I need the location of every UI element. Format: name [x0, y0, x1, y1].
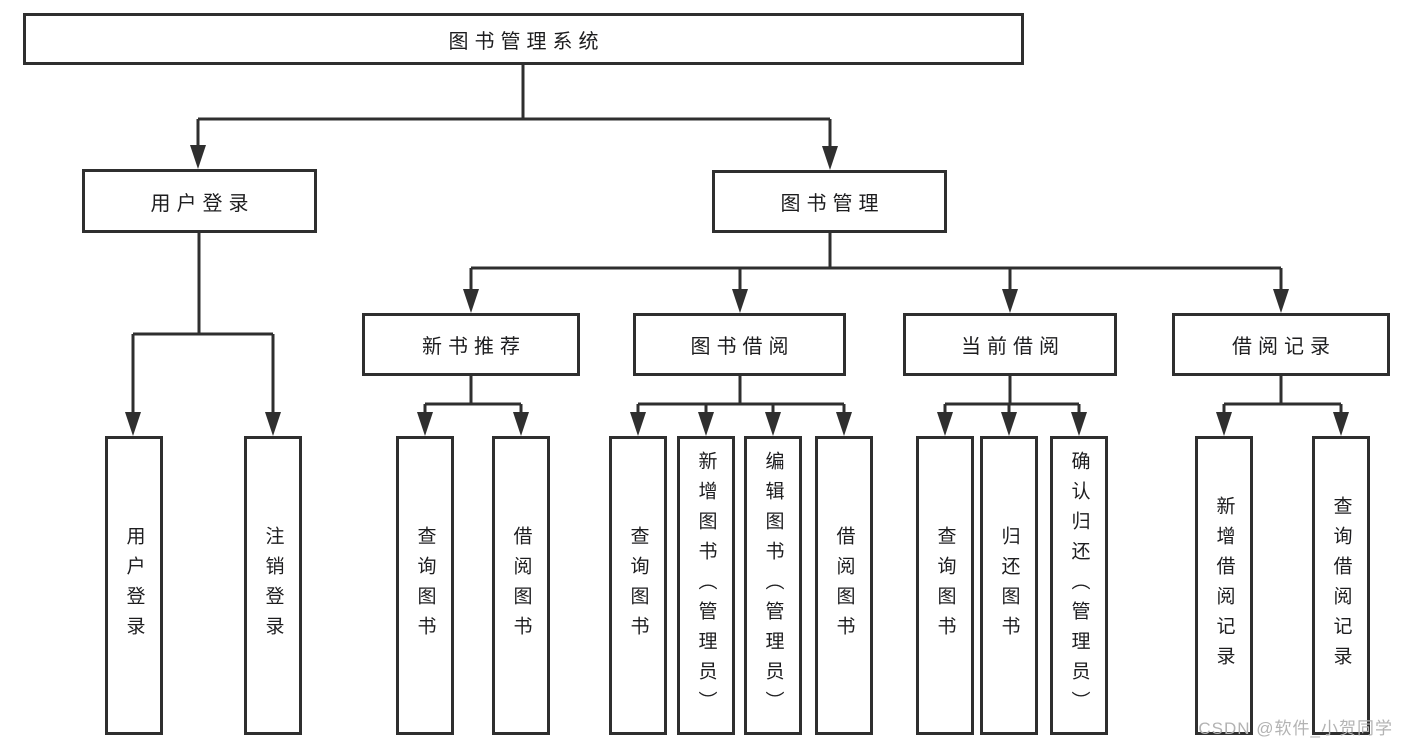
node-borrow-records: 借阅记录 [1172, 313, 1390, 376]
leaf-confirm-return-admin: 确认归还（管理员） [1050, 436, 1108, 735]
leaf-query-books-rec: 查询图书 [396, 436, 454, 735]
leaf-return-books: 归还图书 [980, 436, 1038, 735]
node-root: 图书管理系统 [23, 13, 1024, 65]
leaf-user-login: 用户登录 [105, 436, 163, 735]
node-book-mgmt: 图书管理 [712, 170, 947, 233]
leaf-query-books-current: 查询图书 [916, 436, 974, 735]
leaf-query-books-borrow: 查询图书 [609, 436, 667, 735]
node-new-book-rec: 新书推荐 [362, 313, 580, 376]
watermark: CSDN @软件_小贺同学 [1198, 719, 1393, 738]
leaf-add-books-admin: 新增图书（管理员） [677, 436, 735, 735]
leaf-logout: 注销登录 [244, 436, 302, 735]
node-user-login: 用户登录 [82, 169, 317, 233]
leaf-query-borrow-record: 查询借阅记录 [1312, 436, 1370, 735]
leaf-borrow-books: 借阅图书 [815, 436, 873, 735]
leaf-add-borrow-record: 新增借阅记录 [1195, 436, 1253, 735]
leaf-borrow-books-rec: 借阅图书 [492, 436, 550, 735]
tree-edges [131, 63, 1343, 418]
leaf-edit-books-admin: 编辑图书（管理员） [744, 436, 802, 735]
node-current-borrow: 当前借阅 [903, 313, 1117, 376]
node-book-borrow: 图书借阅 [633, 313, 846, 376]
arrowheads [125, 145, 1349, 436]
